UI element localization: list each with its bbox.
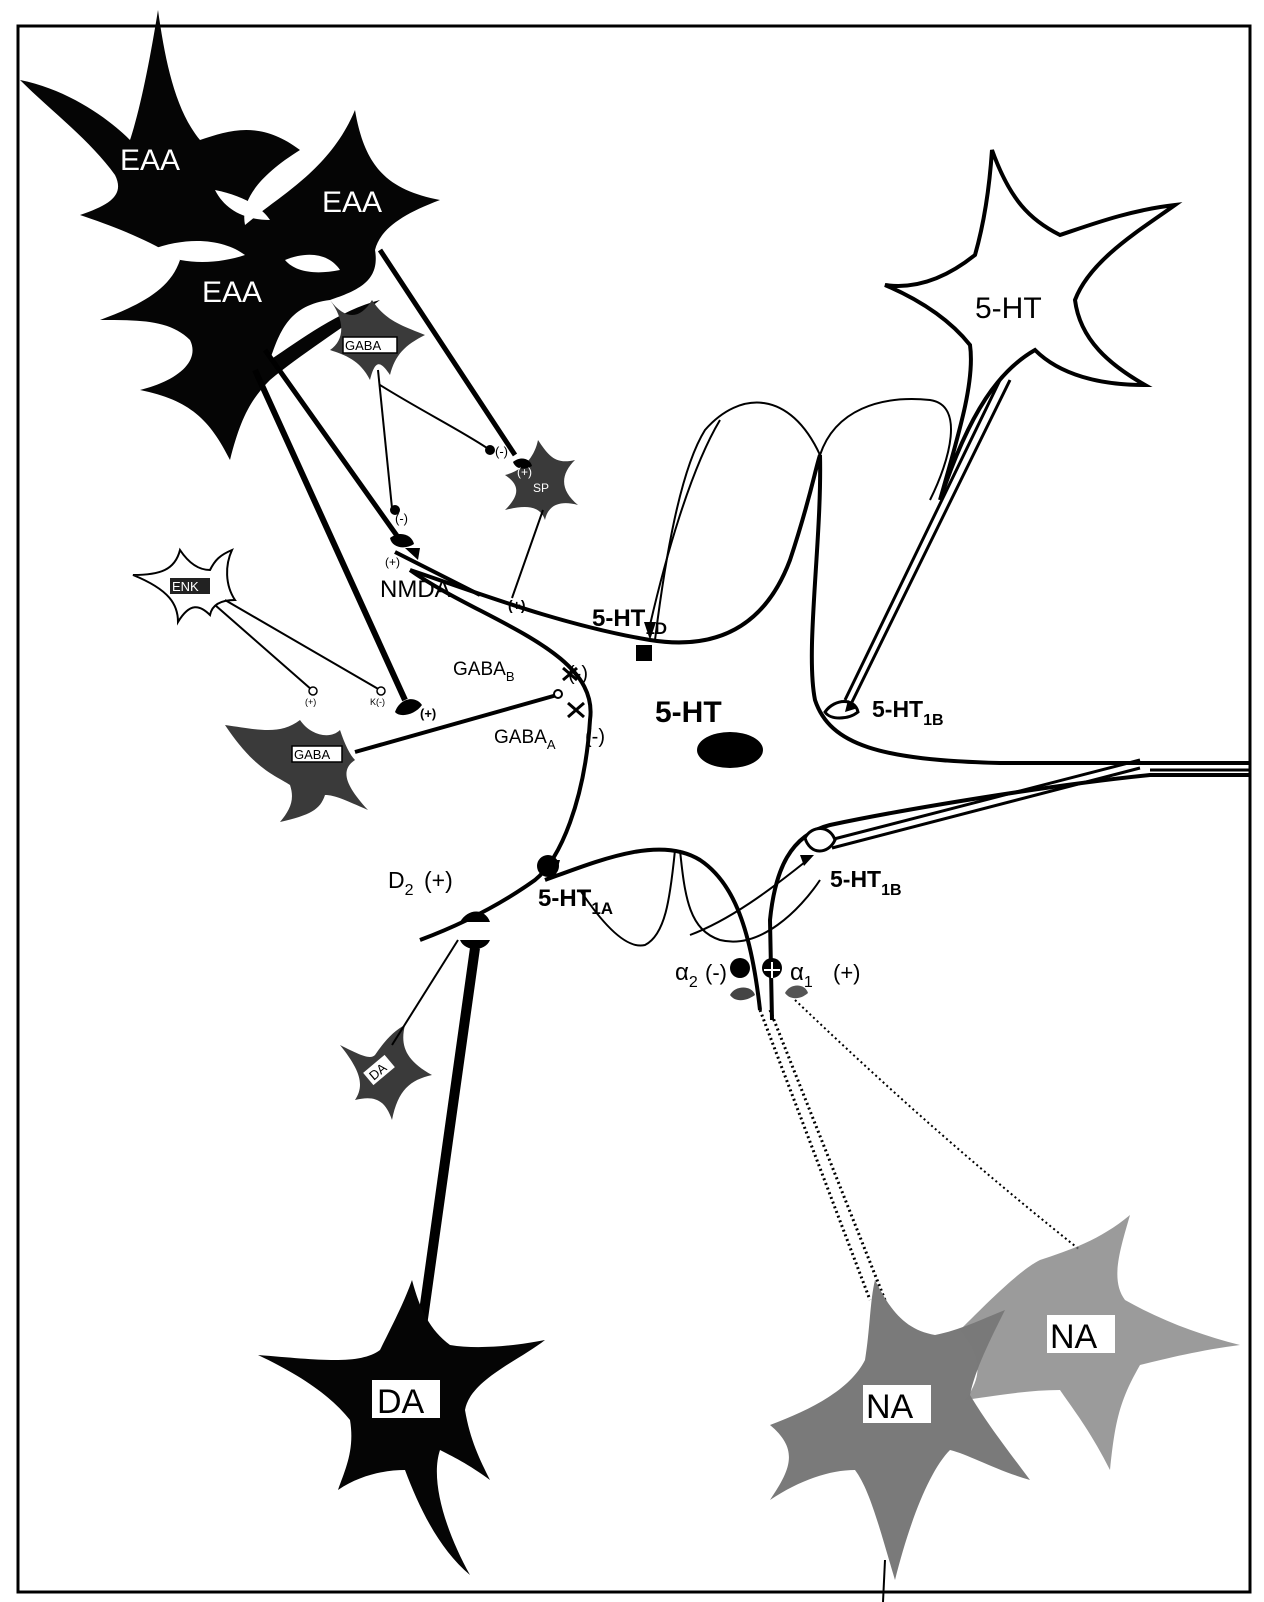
svg-text:5-HT1D: 5-HT1D	[592, 605, 667, 638]
sp-to-5ht-sign: (+)	[508, 597, 526, 613]
gabaa-receptor: GABAA (-)	[494, 703, 605, 752]
na-right-label: NA	[1050, 1318, 1098, 1356]
5ht1d-receptor: 5-HT1D	[592, 420, 720, 661]
5ht1b-lower-label: 5-HT	[830, 866, 881, 892]
eaa-to-sp-sign: (+)	[517, 465, 532, 479]
gaba-left-label: GABA	[294, 747, 330, 762]
gaba-to-nmda-sign: (-)	[395, 511, 408, 526]
gabab-sign: (-)	[568, 663, 588, 685]
5ht1b-lower-receptor: 5-HT1B	[830, 866, 902, 899]
gaba-top-label: GABA	[345, 338, 381, 353]
eaa-3-label: EAA	[202, 276, 262, 309]
alpha2-label: α	[675, 959, 689, 986]
enk-small-sign-2: K(-)	[370, 697, 385, 707]
gaba-to-sp-sign: (-)	[495, 444, 508, 459]
gabab-label: GABA	[453, 659, 506, 680]
gabaa-sign: (-)	[585, 726, 605, 748]
5ht1b-lower-terminal	[690, 760, 1140, 935]
d2-receptor: D2 (+)	[388, 867, 490, 949]
eaa-neuron-cluster: EAA EAA EAA	[20, 10, 440, 460]
5ht-upper-neuron: 5-HT	[825, 150, 1175, 718]
5ht1a-subscript: 1A	[591, 899, 613, 918]
alpha2-sign: (-)	[705, 960, 727, 985]
gaba-left-neuron: GABA (+)	[225, 690, 562, 822]
alpha2-subscript: 2	[689, 974, 698, 991]
5ht1d-label: 5-HT	[592, 605, 646, 632]
na-left-label: NA	[866, 1388, 914, 1426]
gaba-top-neuron: GABA (-) (-)	[330, 300, 508, 526]
eaa-to-gaba-sign: (+)	[420, 706, 436, 721]
sp-neuron: SP (+) (+)	[505, 440, 578, 613]
eaa-2-label: EAA	[322, 186, 382, 219]
alpha1-label: α	[790, 959, 804, 986]
d2-subscript: 2	[405, 882, 414, 899]
5ht1b-upper-subscript: 1B	[923, 712, 943, 729]
alpha1-subscript: 1	[804, 974, 813, 991]
na-left-neuron: NA	[760, 1010, 1030, 1580]
svg-text:D2: D2	[388, 867, 414, 899]
nmda-label: NMDA	[380, 576, 451, 603]
gabab-receptor: GABAB (-)	[453, 659, 588, 685]
gabaa-label: GABA	[494, 727, 547, 748]
svg-text:GABAA: GABAA	[494, 727, 556, 752]
5ht-cell-label: 5-HT	[655, 696, 722, 729]
svg-text:GABAB: GABAB	[453, 659, 514, 684]
enk-small-sign-1: (+)	[305, 697, 316, 707]
axon-tail	[883, 1560, 885, 1602]
d2-label: D	[388, 867, 405, 893]
5ht1b-lower-subscript: 1B	[881, 882, 901, 899]
eaa-1-label: EAA	[120, 144, 180, 177]
alpha1-sign: (+)	[833, 960, 861, 985]
5ht1a-label: 5-HT	[538, 885, 592, 912]
5ht1b-upper-receptor: 5-HT1B	[872, 696, 944, 729]
svg-text:α2: α2	[675, 959, 698, 991]
alpha2-receptor: α2 (-)	[675, 958, 755, 1000]
d2-sign: (+)	[424, 867, 453, 893]
svg-text:5-HT1A: 5-HT1A	[538, 885, 613, 918]
5ht1d-subscript: 1D	[645, 619, 667, 638]
enk-label: ENK	[172, 579, 199, 594]
eaa-to-nmda-sign: (+)	[385, 555, 400, 569]
5ht-upper-label: 5-HT	[975, 292, 1042, 325]
5ht1b-upper-label: 5-HT	[872, 696, 923, 722]
gabaa-subscript: A	[547, 737, 556, 752]
da-large-label: DA	[377, 1383, 425, 1421]
5ht-nucleus	[697, 732, 763, 768]
gabab-subscript: B	[506, 669, 515, 684]
5ht1a-receptor: 5-HT1A	[537, 855, 613, 918]
alpha1-receptor: α1 (+)	[762, 958, 861, 998]
da-small-neuron: DA	[340, 940, 458, 1120]
sp-label: SP	[533, 481, 549, 495]
